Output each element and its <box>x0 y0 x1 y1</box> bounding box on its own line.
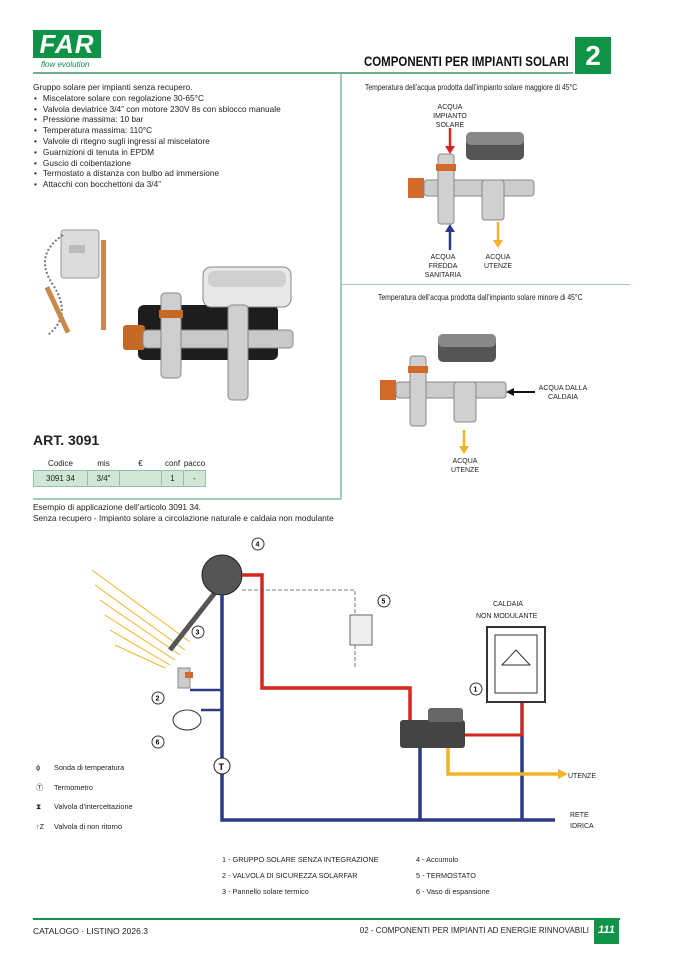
far-logo: FAR flow evolution <box>33 30 103 72</box>
table-header: Codice mis € conf pacco <box>48 459 206 468</box>
boiler-label-1: CALDAIA <box>493 601 523 608</box>
svg-text:T: T <box>219 762 225 772</box>
marker-1: 1 <box>474 687 478 694</box>
marker-2: 2 <box>156 696 160 703</box>
label-boiler-in: ACQUA DALLA CALDAIA <box>538 385 588 401</box>
utenze-label: UTENZE <box>568 773 596 780</box>
mixer-schemes <box>379 128 535 454</box>
feature-item: Attacchi con bocchettoni da 3/4” <box>33 179 281 190</box>
feature-item: Termostato a distanza con bulbo ad immer… <box>33 168 281 179</box>
marker-6: 6 <box>156 740 160 747</box>
mixer-low-image <box>379 333 507 427</box>
application-diagram: T 4 5 3 2 6 1 CALDAIA NON MODULANTE UTEN… <box>91 537 596 830</box>
feature-item: Guarnizioni di tenuta in EPDM <box>33 147 281 158</box>
label-cold-in: ACQUA FREDDA SANITARIA <box>424 254 462 279</box>
scheme-divider <box>340 284 630 285</box>
boiler <box>486 626 546 703</box>
cold-pipe <box>220 595 555 822</box>
check-valve-icon: ↑Z <box>36 821 45 831</box>
feature-item: Valvola deviatrice 3/4” con motore 230V … <box>33 104 281 115</box>
marker-5: 5 <box>382 599 386 606</box>
footer-section: 02 - COMPONENTI PER IMPIANTI AD ENERGIE … <box>359 926 589 935</box>
thermometer-icon: Ⓣ <box>36 782 44 792</box>
footer-rule <box>33 918 620 920</box>
feature-item: Guscio di coibentazione <box>33 158 281 169</box>
label-user-out: ACQUA UTENZE <box>484 254 512 270</box>
solar-group <box>400 720 465 748</box>
boiler-label-2: NON MODULANTE <box>476 613 538 620</box>
label-solar-in: ACQUA IMPIANTO SOLARE <box>433 104 467 129</box>
product-description: Gruppo solare per impianti senza recuper… <box>33 82 281 190</box>
column-divider <box>340 74 342 499</box>
feature-item: Temperatura massima: 110°C <box>33 125 281 136</box>
feature-list: Miscelatore solare con regolazione 30-65… <box>33 93 281 190</box>
user-pipe <box>446 745 560 776</box>
hot-pipe <box>242 573 412 726</box>
legend-item: ⧗Valvola d’intercettazione <box>36 797 133 817</box>
rete-label-1: RETE <box>570 812 589 819</box>
feature-item: Pressione massima: 10 bar <box>33 114 281 125</box>
mixer-high-image <box>407 131 535 225</box>
feature-item: Miscelatore solare con regolazione 30-65… <box>33 93 281 104</box>
component-key-left: 1 - GRUPPO SOLARE SENZA INTEGRAZIONE 2 -… <box>222 855 379 896</box>
sun-rays <box>91 569 191 669</box>
component-key-right: 4 - Accumulo 5 - TERMOSTATO 6 - Vaso di … <box>416 855 490 896</box>
expansion-vessel <box>172 709 202 731</box>
thermometer-icon <box>213 757 231 775</box>
product-photo <box>44 229 294 401</box>
page-title: COMPONENTI PER IMPIANTI SOLARI <box>364 53 569 69</box>
marker-4: 4 <box>256 542 260 549</box>
thermostat-wire <box>242 589 356 668</box>
component-markers: 4 5 3 2 6 1 <box>151 537 483 749</box>
shutoff-valve-icon: ⧗ <box>36 802 42 811</box>
header-rule <box>33 72 573 74</box>
article-title: ART. 3091 <box>33 432 100 448</box>
hot-return-pipe <box>458 700 524 737</box>
scheme-low-caption: Temperatura dell’acqua prodotta dall’imp… <box>378 293 583 302</box>
rete-label-2: IDRICA <box>570 823 594 830</box>
table-row: 3091 34 3/4" 1 - <box>33 470 206 487</box>
storage-tank <box>201 554 243 596</box>
page-number: 111 <box>594 918 619 944</box>
scheme-high-caption: Temperatura dell’acqua prodotta dall’imp… <box>365 83 578 92</box>
section-rule <box>33 498 341 500</box>
thermostat <box>349 614 373 646</box>
feature-item: Valvole di ritegno sugli ingressi al mis… <box>33 136 281 147</box>
footer-catalog: CATALOGO · LISTINO 2026.3 <box>33 926 148 936</box>
mixing-group-image <box>123 266 294 401</box>
chapter-badge: 2 <box>575 37 611 74</box>
price-table: Codice mis € conf pacco 3091 34 3/4" 1 - <box>33 457 206 487</box>
example-description: Esempio di applicazione dell’articolo 30… <box>33 502 334 523</box>
temperature-probe-icon: ϕ <box>36 763 41 772</box>
label-user-out-low: ACQUA UTENZE <box>451 458 479 474</box>
marker-3: 3 <box>196 630 200 637</box>
remote-thermostat-image <box>44 229 106 336</box>
